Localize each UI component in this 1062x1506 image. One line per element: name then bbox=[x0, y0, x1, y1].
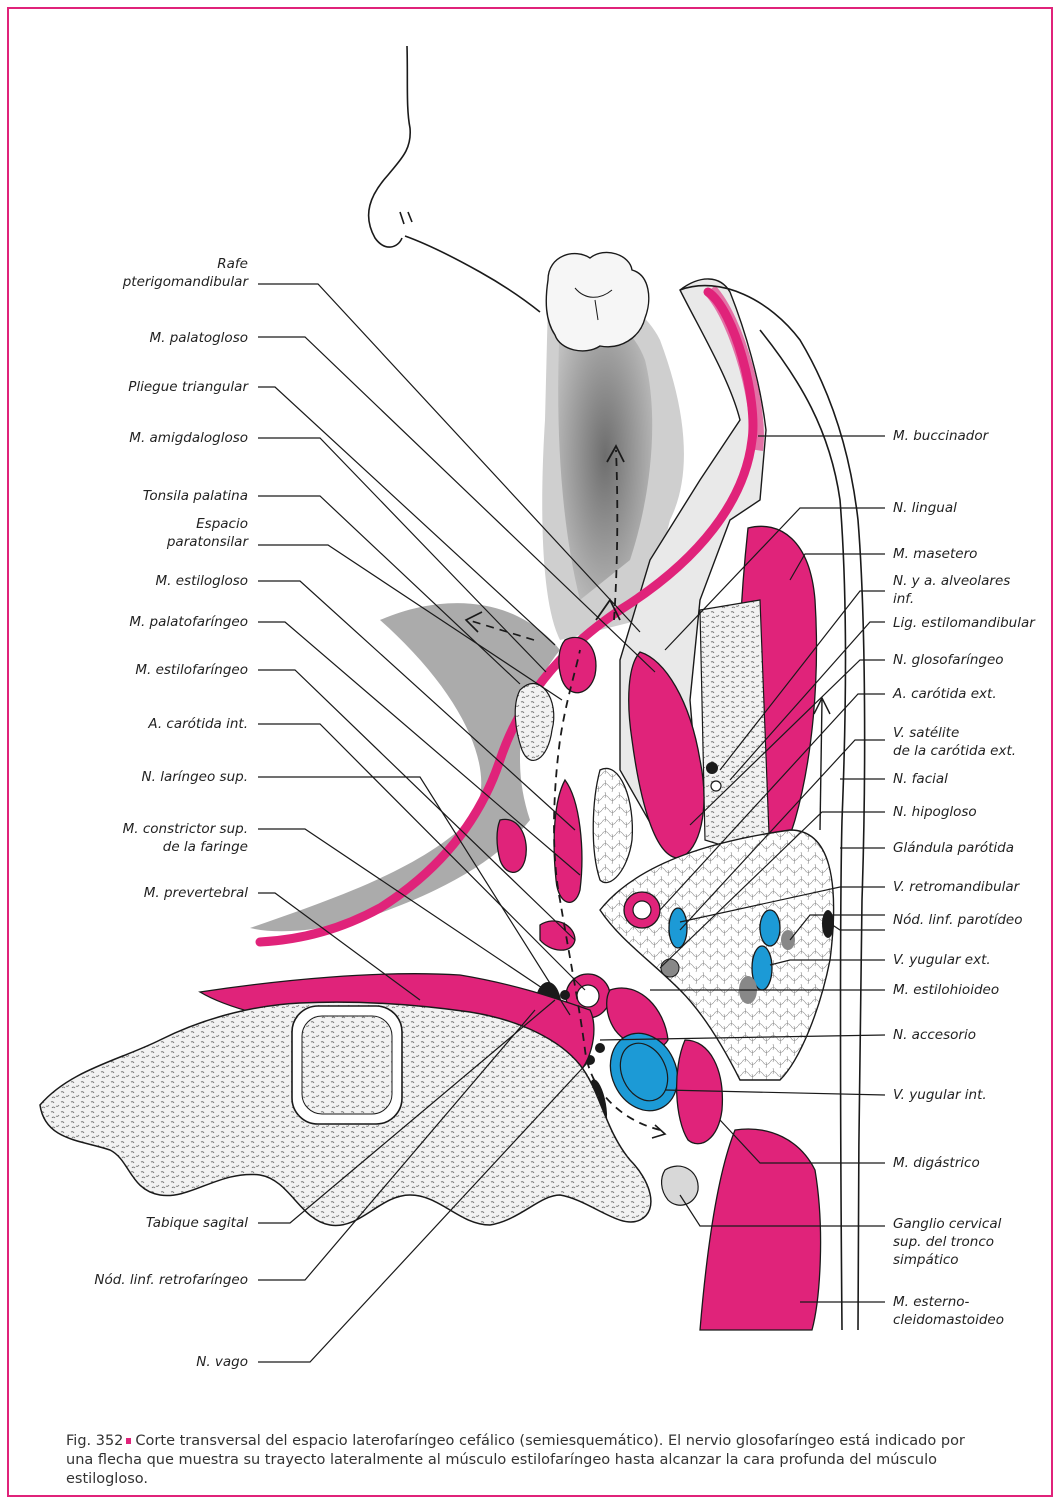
label-v-satelite-2: de la carótida ext. bbox=[893, 743, 1016, 759]
label-yugular-ext: V. yugular ext. bbox=[893, 952, 991, 968]
label-laringeo: N. laríngeo sup. bbox=[142, 769, 248, 785]
label-alveolares-1: N. y a. alveolares bbox=[893, 573, 1010, 589]
label-buccinador: M. buccinador bbox=[893, 428, 990, 444]
label-estilohioideo: M. estilohioideo bbox=[893, 982, 999, 998]
label-constrictor-2: de la faringe bbox=[163, 839, 248, 855]
label-nod-retro: Nód. linf. retrofaríngeo bbox=[94, 1272, 248, 1288]
molar-tooth bbox=[546, 252, 648, 350]
label-retromandibular: V. retromandibular bbox=[893, 879, 1021, 895]
caption-bullet-icon bbox=[126, 1438, 131, 1444]
label-alveolares-2: inf. bbox=[893, 591, 914, 607]
label-palatogloso: M. palatogloso bbox=[149, 330, 248, 346]
svg-text:M. esterno-cleidomastoideo: M. esterno-cleidomastoideo bbox=[893, 1294, 1004, 1328]
label-esterno-2: cleidomastoideo bbox=[893, 1312, 1004, 1328]
svg-text:M. constrictor sup.de la farin: M. constrictor sup. de la faringe bbox=[123, 821, 248, 855]
label-prevertebral: M. prevertebral bbox=[144, 885, 248, 901]
vertebral-column bbox=[40, 974, 651, 1226]
label-tabique: Tabique sagital bbox=[146, 1215, 248, 1231]
label-ganglio-2: sup. del tronco bbox=[893, 1234, 994, 1250]
label-constrictor-1: M. constrictor sup. bbox=[123, 821, 248, 837]
label-rafe-1: Rafe bbox=[217, 256, 248, 272]
label-glosofaringeo: N. glosofaríngeo bbox=[893, 652, 1004, 668]
labels-left: Rafe pterigomandibular M. palatogloso Pli… bbox=[94, 256, 249, 1370]
caption-text: Corte transversal del espacio laterofarí… bbox=[66, 1433, 965, 1487]
label-amigdalogloso: M. amigdalogloso bbox=[129, 430, 248, 446]
label-estilogloso: M. estilogloso bbox=[156, 573, 249, 589]
label-accesorio: N. accesorio bbox=[893, 1027, 976, 1043]
labels-right: M. buccinador N. lingual M. masetero N. … bbox=[892, 428, 1036, 1328]
label-lingual: N. lingual bbox=[893, 500, 957, 516]
label-paratonsilar-1: Espacio bbox=[196, 516, 248, 532]
label-hipogloso: N. hipogloso bbox=[893, 804, 977, 820]
label-carotida-int: A. carótida int. bbox=[147, 716, 248, 732]
label-esterno-1: M. esterno- bbox=[893, 1294, 970, 1310]
label-rafe-2: pterigomandibular bbox=[122, 274, 250, 290]
face-profile bbox=[369, 46, 540, 312]
label-vago: N. vago bbox=[196, 1354, 248, 1370]
label-yugular-int: V. yugular int. bbox=[893, 1087, 987, 1103]
label-nod-parotideo: Nód. linf. parotídeo bbox=[893, 912, 1023, 928]
label-palatofaringeo: M. palatofaríngeo bbox=[129, 614, 248, 630]
label-tonsila: Tonsila palatina bbox=[143, 488, 248, 504]
label-facial: N. facial bbox=[893, 771, 948, 787]
label-parotida: Glándula parótida bbox=[893, 840, 1014, 856]
label-estilofaringeo: M. estilofaríngeo bbox=[135, 662, 248, 678]
label-carotida-ext: A. carótida ext. bbox=[892, 686, 997, 702]
label-paratonsilar-2: paratonsilar bbox=[166, 534, 250, 550]
label-pliegue: Pliegue triangular bbox=[128, 379, 249, 395]
label-masetero: M. masetero bbox=[893, 546, 977, 562]
figure-number: Fig. 352 bbox=[66, 1433, 123, 1449]
label-v-satelite-1: V. satélite bbox=[893, 725, 959, 741]
label-digastrico: M. digástrico bbox=[893, 1155, 980, 1171]
anatomy-illustration: Rafe pterigomandibular M. palatogloso Pli… bbox=[0, 0, 1062, 1420]
label-ganglio-3: simpático bbox=[893, 1252, 959, 1268]
label-lig-estilo: Lig. estilomandibular bbox=[893, 615, 1036, 631]
label-ganglio-1: Ganglio cervical bbox=[893, 1216, 1002, 1232]
